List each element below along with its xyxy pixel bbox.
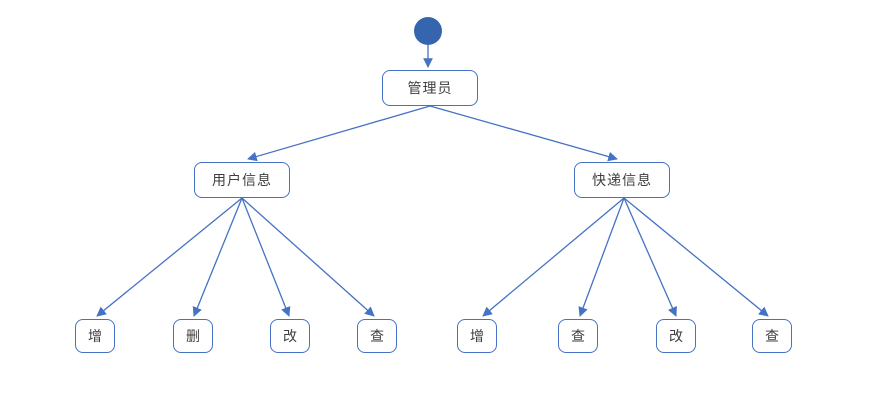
edge-admin-to-express (429, 105, 618, 162)
node-user-modify: 改 (270, 319, 310, 353)
edge-user-to-delete (192, 197, 243, 317)
node-user-delete-label: 删 (186, 328, 200, 344)
node-user-query: 查 (357, 319, 397, 353)
node-admin-label: 管理员 (407, 80, 453, 96)
node-express-query-2: 查 (752, 319, 792, 353)
edge-user-to-modify (241, 197, 291, 317)
node-express-query-1: 查 (558, 319, 598, 353)
edge-express-to-query2 (623, 197, 769, 317)
node-express-info-label: 快递信息 (592, 172, 652, 188)
node-express-add: 增 (457, 319, 497, 353)
node-user-add-label: 增 (88, 328, 102, 344)
node-admin: 管理员 (382, 70, 478, 106)
node-user-info: 用户信息 (194, 162, 290, 198)
edge-admin-to-user (247, 105, 431, 162)
node-express-modify: 改 (656, 319, 696, 353)
node-express-modify-label: 改 (669, 328, 683, 344)
edge-express-to-add (482, 197, 625, 317)
node-express-query-1-label: 查 (571, 328, 585, 344)
node-user-add: 增 (75, 319, 115, 353)
initial-node-icon (414, 17, 442, 45)
node-express-info: 快递信息 (574, 162, 670, 198)
edge-user-to-add (96, 197, 243, 317)
node-user-info-label: 用户信息 (212, 172, 272, 188)
node-user-delete: 删 (173, 319, 213, 353)
node-user-modify-label: 改 (283, 328, 297, 344)
node-user-query-label: 查 (370, 328, 384, 344)
node-express-query-2-label: 查 (765, 328, 779, 344)
edge-express-to-modify (623, 197, 677, 317)
node-express-add-label: 增 (470, 328, 484, 344)
edge-user-to-query (241, 197, 375, 317)
edge-express-to-query1 (578, 197, 625, 317)
